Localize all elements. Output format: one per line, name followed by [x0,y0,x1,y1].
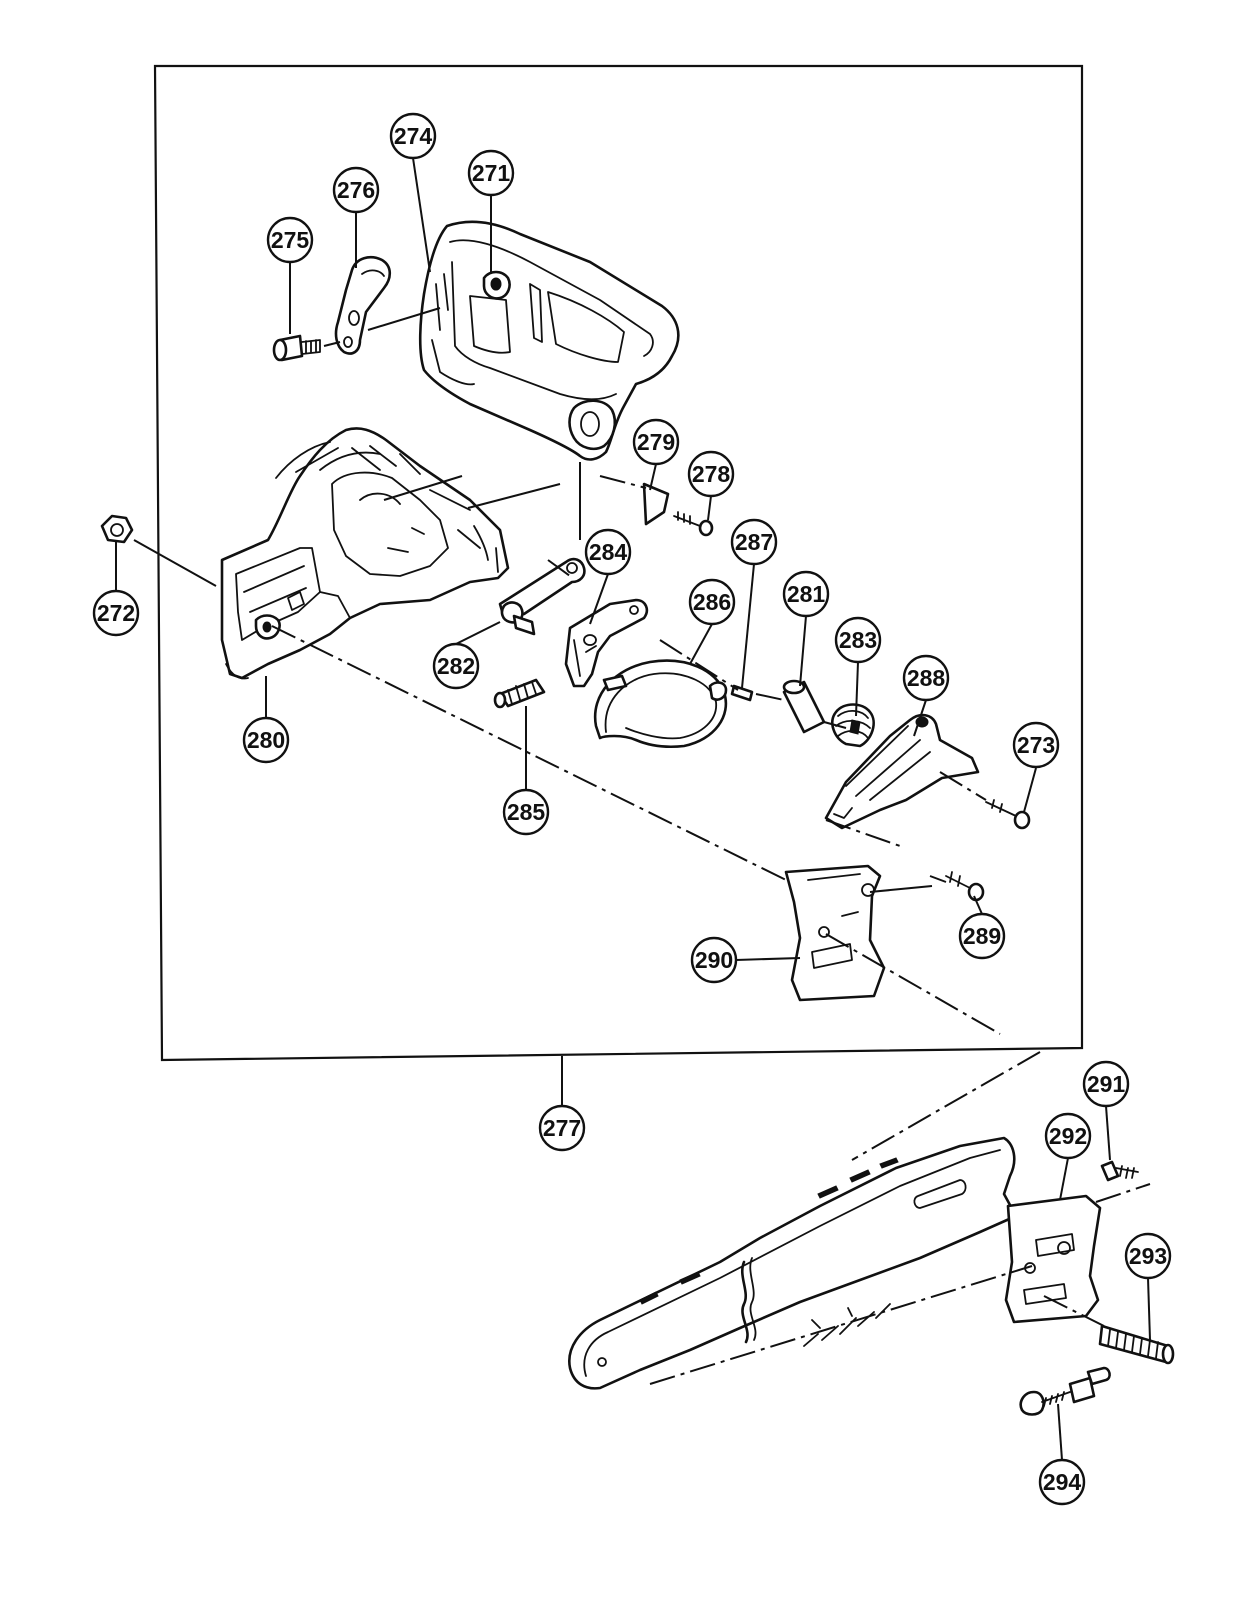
callout-label-272: 272 [97,600,135,626]
callout-label-290: 290 [695,947,733,973]
guide-plate-292 [1004,1194,1102,1324]
callout-label-274: 274 [394,123,433,149]
guide-bar [568,1136,1018,1390]
callout-273: 273 [1012,721,1060,769]
callout-281: 281 [782,570,830,618]
callout-293: 293 [1124,1232,1172,1280]
callout-label-293: 293 [1129,1243,1167,1269]
callout-label-276: 276 [337,177,375,203]
callout-label-287: 287 [735,529,773,555]
callout-label-282: 282 [437,653,475,679]
side-cover-274 [418,220,680,461]
brake-lever-284 [564,598,649,688]
callout-279: 279 [632,418,680,466]
lever-282 [498,557,586,636]
callout-label-292: 292 [1049,1123,1087,1149]
callout-275: 275 [266,216,314,264]
callout-278: 278 [687,450,735,498]
screw-289 [945,871,985,902]
callout-label-275: 275 [271,227,310,253]
tensioner-294 [1019,1366,1111,1416]
callout-282: 282 [432,642,480,690]
bracket-276 [334,256,392,355]
callout-label-279: 279 [637,429,675,455]
callout-label-281: 281 [787,581,826,607]
callout-label-271: 271 [472,160,511,186]
callout-label-277: 277 [543,1115,581,1141]
callout-label-294: 294 [1043,1469,1082,1495]
plate-279 [642,482,670,526]
callout-283: 283 [834,616,882,664]
assembly-frame-277 [153,64,1084,1062]
callout-286: 286 [688,578,736,626]
callout-291: 291 [1082,1060,1130,1108]
stud-293 [1098,1324,1175,1365]
housing-280 [220,427,510,680]
callout-272: 272 [92,589,140,637]
callout-label-280: 280 [247,727,285,753]
spring-285 [493,678,546,709]
callout-label-283: 283 [839,627,877,653]
brake-band-286 [593,659,728,749]
leader-lines [115,157,1151,1461]
callout-294: 294 [1038,1458,1086,1506]
screw-273 [985,799,1031,830]
nut-272 [100,514,134,544]
guide-plate-290 [784,864,886,1002]
callout-label-278: 278 [692,461,731,487]
callout-289: 289 [958,912,1006,960]
callout-285: 285 [502,788,550,836]
guard-288 [824,713,980,830]
callout-label-273: 273 [1017,732,1055,758]
callout-292: 292 [1044,1112,1092,1160]
callout-label-291: 291 [1087,1071,1126,1097]
callout-290: 290 [690,936,738,984]
callout-280: 280 [242,716,290,764]
callout-276: 276 [332,166,380,214]
callout-label-285: 285 [507,799,546,825]
assembly-axis-lines [271,475,1151,1385]
sleeve-281 [782,679,826,734]
screw-278 [673,511,714,537]
callout-label-289: 289 [963,923,1001,949]
callout-label-284: 284 [589,539,628,565]
callout-label-286: 286 [693,589,731,615]
callout-284: 284 [584,528,632,576]
callout-277: 277 [538,1104,586,1152]
screw-275 [272,334,321,362]
callout-288: 288 [902,654,950,702]
callout-274: 274 [389,112,437,160]
screw-291 [1100,1160,1139,1182]
callout-287: 287 [730,518,778,566]
callout-271: 271 [467,149,515,197]
spring-283 [831,703,875,748]
callout-label-288: 288 [907,665,946,691]
